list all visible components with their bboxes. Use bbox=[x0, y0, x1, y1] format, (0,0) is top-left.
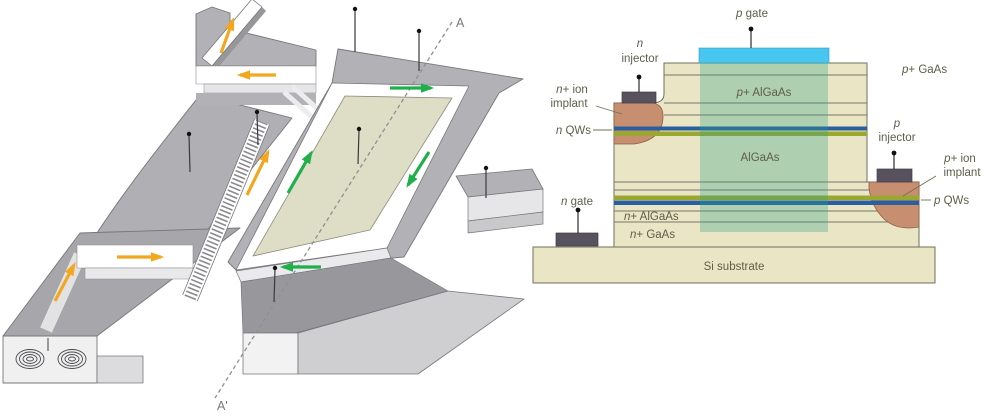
p-ion-implant-label-line1: p+ ion bbox=[943, 153, 976, 165]
layer-lines bbox=[614, 74, 919, 223]
p-algaas-label: p+ AlGaAs bbox=[736, 87, 792, 99]
pin-dot bbox=[416, 28, 422, 34]
orange-arrow-bend bbox=[53, 262, 76, 302]
contact-pin-3 bbox=[188, 134, 191, 173]
p-qw-blue-layer bbox=[614, 200, 919, 205]
taper-underlay bbox=[182, 118, 270, 302]
p-injector-electrode bbox=[876, 168, 913, 183]
taper-edge-left bbox=[182, 118, 255, 296]
pin-dot bbox=[483, 165, 489, 171]
mode-coil-right bbox=[57, 349, 87, 369]
n-algaas-label: n+ AlGaAs bbox=[624, 211, 679, 223]
terminal-pins bbox=[575, 26, 897, 233]
orange-arrow-ridge bbox=[219, 16, 235, 54]
signal-arrows bbox=[279, 83, 435, 272]
p-gate-label: p gate bbox=[735, 8, 768, 20]
algaas-label: AlGaAs bbox=[741, 152, 780, 164]
taper-grating-strip bbox=[182, 118, 270, 302]
pin-dot bbox=[891, 150, 897, 156]
contact-pin-4 bbox=[256, 112, 259, 146]
p-ion-implant-label-line2: implant bbox=[943, 167, 981, 179]
green-arrow-right bbox=[406, 151, 431, 188]
green-arrow-left bbox=[286, 150, 313, 194]
core-overlay bbox=[700, 63, 828, 232]
contact-pad-ledge bbox=[467, 211, 544, 234]
pointer-lines bbox=[593, 105, 937, 201]
section-label-a: A bbox=[456, 16, 465, 30]
p-gaas-label: p+ GaAs bbox=[901, 64, 947, 76]
n-qw-blue-layer bbox=[614, 126, 867, 131]
p-qws-label: p QWs bbox=[933, 195, 969, 207]
contact-pad bbox=[455, 168, 544, 234]
n-ion-implant-label-line1: n+ ion bbox=[556, 84, 588, 96]
n-implant-pointer bbox=[595, 105, 623, 115]
bar-step-face bbox=[96, 355, 144, 384]
n-injector-label-line2: injector bbox=[621, 53, 658, 65]
orange-arrow-taper bbox=[245, 149, 270, 196]
base-front-face bbox=[242, 332, 299, 375]
n-qw-olive-layer bbox=[614, 131, 867, 136]
bar-front-face bbox=[2, 335, 98, 384]
n-gate-electrode bbox=[555, 232, 599, 247]
n-ion-implant-label-line2: implant bbox=[550, 98, 588, 110]
pin-dot bbox=[272, 265, 278, 271]
section-label-a-prime: A' bbox=[217, 399, 228, 413]
left-isometric-view: A A' bbox=[2, 0, 544, 413]
contact-pin-5 bbox=[357, 129, 360, 165]
pin-dot bbox=[356, 126, 362, 132]
n-injector-label-line1: n bbox=[637, 38, 643, 50]
base-slope bbox=[297, 290, 525, 375]
taper-edge-right bbox=[197, 124, 270, 302]
pin-dot bbox=[186, 131, 192, 137]
pin-dot bbox=[575, 207, 581, 213]
gain-region-panel bbox=[252, 95, 453, 257]
p-implant-pointer bbox=[902, 175, 937, 197]
pin-dot bbox=[636, 74, 642, 80]
right-cross-section: p gate n injector n+ ion implant n QWs p… bbox=[532, 8, 981, 284]
n-qws-label: n QWs bbox=[556, 125, 591, 137]
mode-coil-left bbox=[15, 349, 45, 369]
ridge-waveguide-shadow bbox=[212, 7, 266, 70]
si-substrate-label: Si substrate bbox=[704, 261, 765, 273]
contact-pins bbox=[186, 6, 489, 303]
contact-pin-6 bbox=[273, 268, 276, 303]
p-injector-label-line1: p bbox=[893, 118, 901, 130]
p-qw-olive-layer bbox=[614, 195, 919, 200]
n-gaas-label: n+ GaAs bbox=[630, 229, 675, 241]
pin-dot bbox=[254, 109, 260, 115]
p-gate-layer bbox=[698, 47, 830, 64]
topleft-mesa bbox=[195, 0, 332, 128]
pin-dot bbox=[352, 6, 358, 12]
ring-mesa bbox=[227, 48, 525, 375]
n-gate-label: n gate bbox=[561, 196, 593, 208]
ridge-waveguide bbox=[201, 0, 263, 67]
pump-arrows bbox=[53, 16, 276, 302]
n-injector-electrode bbox=[621, 91, 657, 104]
pin-dot bbox=[748, 26, 754, 32]
bar-channel-ledge bbox=[84, 267, 194, 280]
quantum-wells bbox=[614, 126, 919, 205]
p-injector-label-line2: injector bbox=[878, 132, 915, 144]
